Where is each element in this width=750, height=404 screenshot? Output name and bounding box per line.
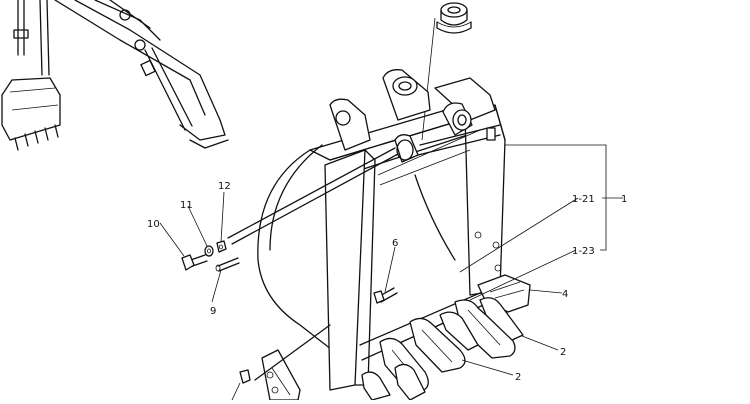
bucket-teeth-illustration (361, 297, 524, 401)
lower-side-cutter-illustration (231, 324, 331, 401)
bushing-part-illustration (436, 2, 472, 34)
leader-line-bushing (421, 17, 436, 141)
label-part-4: 4 (562, 289, 568, 300)
label-part-6: 6 (392, 238, 398, 249)
label-part-9: 9 (210, 306, 216, 317)
label-part-1-21: 1-21 (572, 194, 595, 205)
label-part-2-upper: 2 (560, 347, 566, 358)
pin-hardware-illustration (181, 147, 399, 304)
label-part-2-lower: 2 (515, 372, 521, 383)
leader-lines (159, 144, 623, 376)
label-part-11: 11 (180, 200, 193, 211)
label-part-1: 1 (621, 194, 627, 205)
part-labels: 1 1-21 1-23 4 2 2 6 9 10 11 12 (147, 181, 627, 383)
mounting-lugs-illustration (329, 69, 501, 163)
label-part-1-23: 1-23 (572, 246, 595, 257)
label-part-12: 12 (218, 181, 231, 192)
excavator-arm-illustration (1, 0, 229, 151)
label-part-10: 10 (147, 219, 160, 230)
